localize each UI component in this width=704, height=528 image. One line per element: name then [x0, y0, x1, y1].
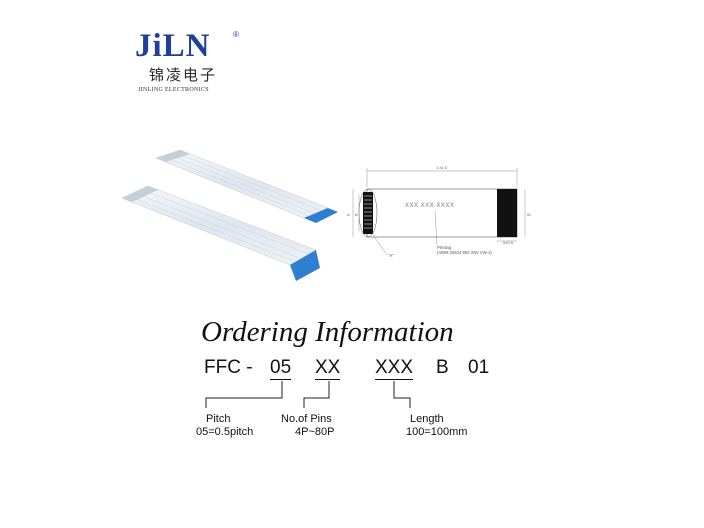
company-logo: JiLN ® 锦凌电子 JINLING ELECTRONICS	[135, 28, 245, 98]
length-label: Length	[410, 413, 444, 425]
svg-text:5±0.5: 5±0.5	[503, 240, 514, 245]
left-contact-end	[363, 192, 373, 234]
svg-text:L±1.0: L±1.0	[437, 165, 448, 170]
code-pitch: 05	[270, 357, 292, 380]
code-pins: XX	[315, 357, 341, 380]
printing-spec: (AWM 20624 80C 60V VW-1)	[437, 250, 492, 255]
svg-text:B: B	[355, 212, 358, 217]
ffc-technical-drawing: L±1.0 5±0.5 A B W XXX XXX XXXX Printing …	[347, 165, 531, 258]
ordering-title: Ordering Information	[201, 316, 454, 348]
length-value: 100=100mm	[406, 426, 468, 438]
printing-label: Printing	[437, 245, 452, 250]
pins-label: No.of Pins	[281, 413, 332, 425]
printing-placeholder: XXX XXX XXXX	[405, 203, 454, 209]
svg-text:A: A	[347, 212, 350, 217]
logo-english-name: JINLING ELECTRONICS	[138, 87, 209, 93]
registered-mark: ®	[233, 30, 239, 39]
pitch-label: Pitch	[206, 413, 231, 425]
front-cable	[121, 185, 320, 281]
code-length: XXX	[375, 357, 414, 380]
logo-wordmark: JiLN	[135, 28, 211, 64]
code-prefix: FFC -	[204, 357, 253, 378]
code-type: B	[436, 357, 449, 378]
pitch-value: 05=0.5pitch	[196, 426, 254, 438]
pins-value: 4P~80P	[295, 426, 335, 438]
code-suffix: 01	[468, 357, 490, 378]
logo-chinese-name: 锦凌电子	[149, 66, 218, 84]
right-stiffener	[497, 189, 517, 237]
detail-marker: "A"	[388, 253, 394, 258]
ffc-cable-photo	[121, 150, 338, 281]
svg-text:W: W	[527, 212, 531, 217]
cable-outline	[366, 188, 518, 238]
back-cable	[155, 150, 338, 223]
